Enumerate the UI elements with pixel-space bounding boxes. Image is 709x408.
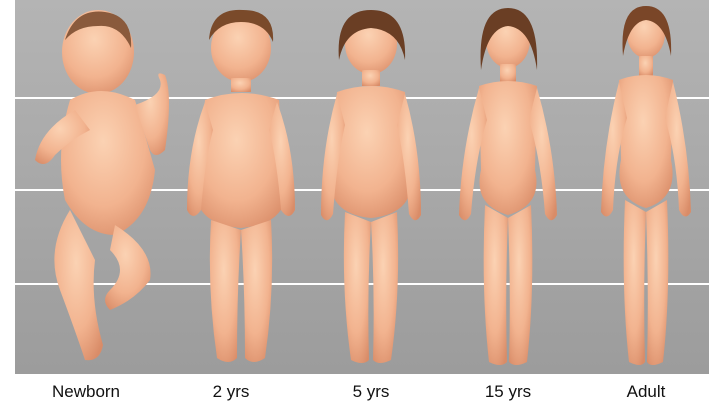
label-15-yrs: 15 yrs (485, 382, 531, 402)
label-adult: Adult (627, 382, 666, 402)
label-newborn: Newborn (52, 382, 120, 402)
illustration-svg (15, 0, 709, 374)
label-5-yrs: 5 yrs (353, 382, 390, 402)
label-2-yrs: 2 yrs (213, 382, 250, 402)
illustration-panel (15, 0, 709, 374)
